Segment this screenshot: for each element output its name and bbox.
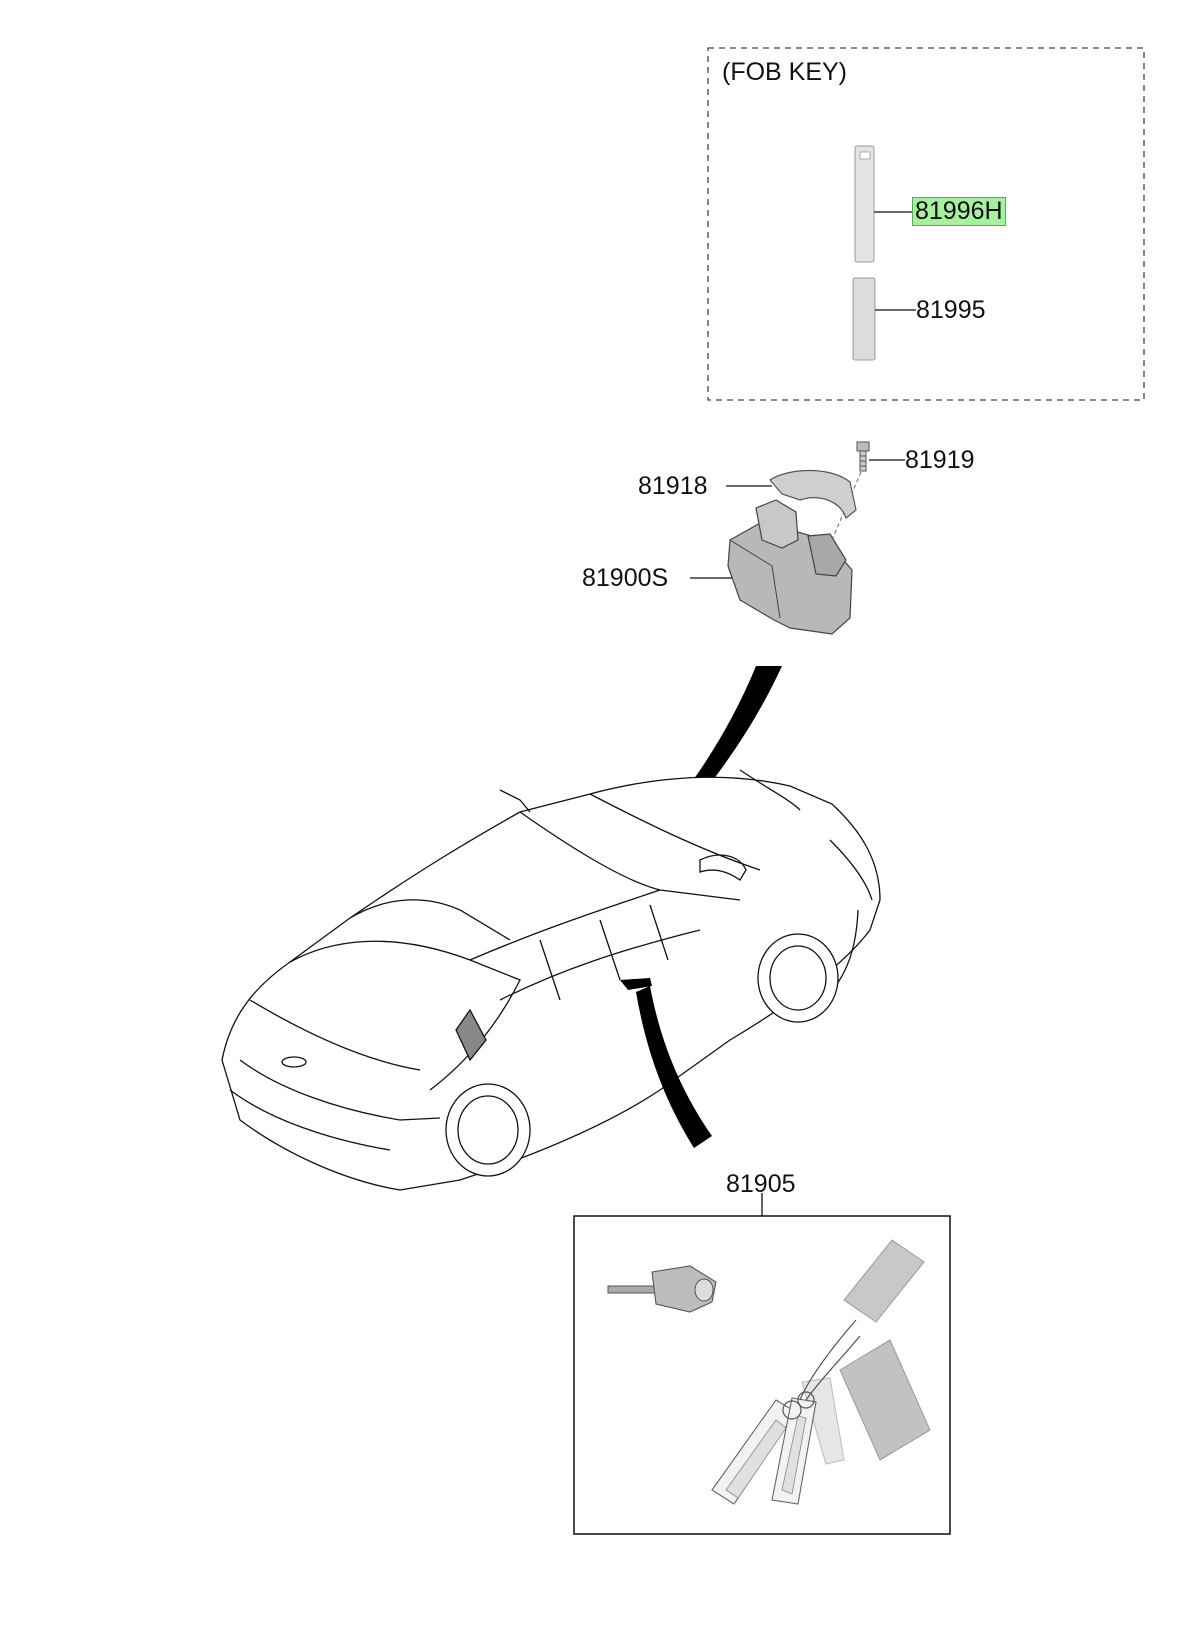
screw-81919[interactable] — [856, 441, 870, 472]
front-wheel — [757, 933, 839, 1023]
door-handle-marker — [620, 978, 652, 990]
car-illustration — [221, 769, 881, 1191]
rear-wheel — [445, 1083, 531, 1177]
pointer-to-door-lock — [636, 986, 712, 1148]
lock-set-box-81905 — [573, 1215, 951, 1535]
part-label-81996H[interactable]: 81996H — [912, 197, 1006, 226]
key-tags-set[interactable] — [711, 1239, 931, 1505]
fob-key-box — [707, 47, 1145, 401]
key-blade-81996H[interactable] — [854, 145, 875, 263]
part-label-81905[interactable]: 81905 — [726, 1170, 796, 1198]
part-label-81900S[interactable]: 81900S — [582, 564, 669, 592]
fob-key-title: (FOB KEY) — [722, 58, 848, 86]
key-cover-81995[interactable] — [852, 277, 876, 361]
part-label-81918[interactable]: 81918 — [638, 472, 708, 500]
lock-module-81900S[interactable] — [727, 499, 853, 635]
door-lock-cylinder[interactable] — [607, 1265, 717, 1313]
bracket-81918[interactable] — [769, 469, 857, 520]
part-label-81995[interactable]: 81995 — [916, 296, 986, 324]
part-label-81919[interactable]: 81919 — [905, 446, 975, 474]
